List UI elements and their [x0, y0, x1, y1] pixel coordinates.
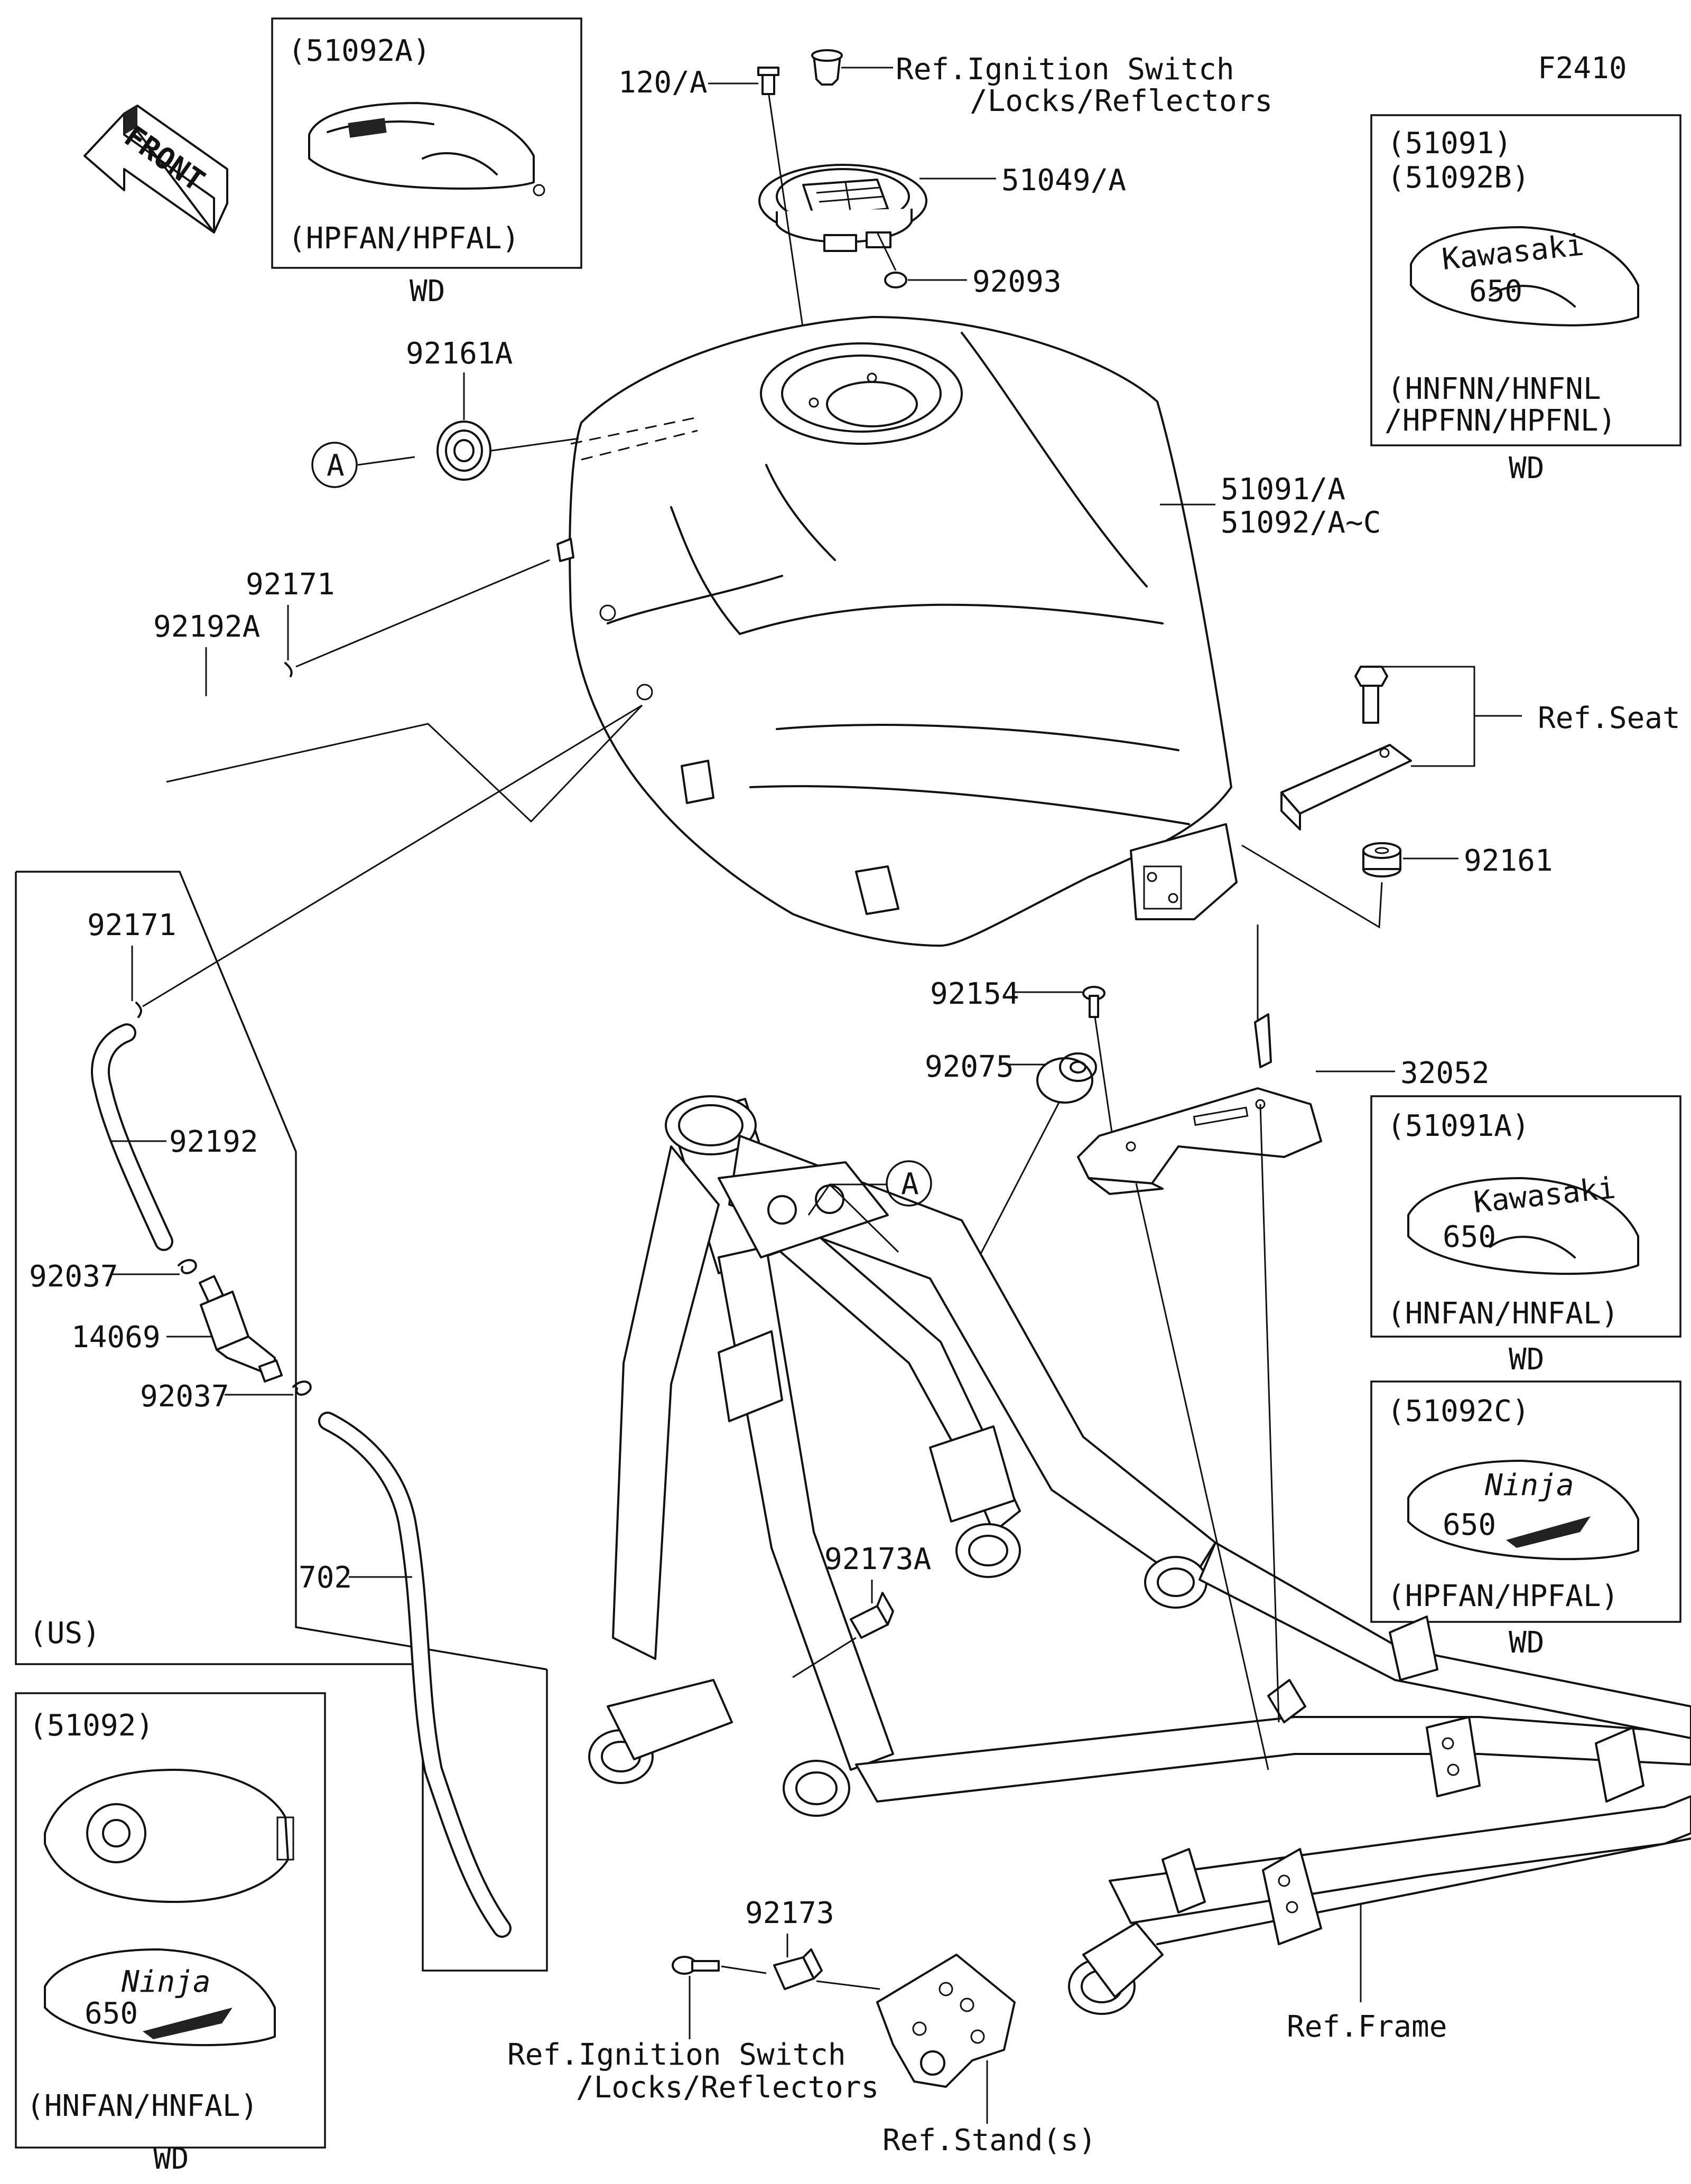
part-92037-a-label: 92037 [29, 1259, 118, 1294]
part-92171-top-label: 92171 [246, 567, 335, 602]
inset-51092a-code: (51092A) [288, 34, 431, 68]
ref-frame-label: Ref.Frame [1287, 2010, 1447, 2044]
clamp-92037-a [178, 1259, 197, 1274]
ref-ignition-bottom-line1: Ref.Ignition Switch [507, 2038, 846, 2072]
nut-92173 [773, 1948, 823, 1990]
seat-bolt-icon [1354, 666, 1388, 724]
hose-92192a [161, 689, 574, 1666]
damper-92161 [1362, 842, 1401, 878]
part-51091a-label: 51091/A [1221, 472, 1345, 507]
inset-51091a-code: (51091A) [1387, 1109, 1530, 1143]
decal-model: Ninja [1484, 1468, 1574, 1502]
nut-92173a [850, 1592, 894, 1639]
tank-top-view-icon [44, 1769, 294, 1903]
inset-51092c-color: WD [1509, 1626, 1544, 1660]
stand-bracket-icon [876, 1954, 1016, 2088]
part-702-label: 702 [299, 1561, 352, 1595]
inset-51091-code2: (51092B) [1387, 161, 1530, 195]
part-92192-label: 92192 [169, 1125, 258, 1159]
inset-51091-code1: (51091) [1387, 126, 1512, 161]
callout-a-top-letter: A [327, 449, 345, 483]
bracket-32052 [1077, 1013, 1322, 1195]
inset-51091-variant1: (HNFNN/HNFNL [1387, 372, 1601, 406]
part-92192a-label: 92192A [153, 610, 260, 644]
inset-51092-variant: (HNFAN/HNFAL) [26, 2089, 258, 2123]
part-32052-label: 32052 [1400, 1056, 1490, 1090]
part-92171-us-label: 92171 [87, 908, 176, 942]
front-arrow-icon: FRONT [83, 105, 228, 234]
inset-51091a-color: WD [1509, 1342, 1544, 1377]
ref-ignition-top-line2: /Locks/Reflectors [970, 84, 1272, 118]
part-51092ac-label: 51092/A~C [1221, 506, 1381, 540]
tank-thumbnail-icon: Kawasaki 650 [1407, 1171, 1639, 1275]
tank-thumbnail-icon: Kawasaki 650 [1410, 226, 1639, 326]
ref-ignition-bottom-line2: /Locks/Reflectors [576, 2070, 879, 2105]
inset-51092: (51092) Ninja 650 (HNFAN/HNFAL) WD [15, 1692, 326, 2176]
clamp-92037-b [292, 1380, 312, 1396]
rubber-damper-92075 [1036, 1052, 1097, 1104]
us-label: (US) [29, 1616, 100, 1650]
part-120a-label: 120/A [618, 66, 708, 100]
part-92173-label: 92173 [745, 1896, 834, 1930]
decal-badge: 650 [1443, 1508, 1496, 1542]
inset-51092a-variant: (HPFAN/HPFAL) [288, 221, 519, 256]
decal-badge: 650 [85, 1996, 138, 2031]
grommet-92161a [436, 421, 491, 481]
ref-stands-label: Ref.Stand(s) [882, 2123, 1097, 2158]
inset-51092-color: WD [153, 2142, 189, 2176]
ignition-bolt-icon [672, 1956, 720, 1975]
callout-a-frame-letter: A [901, 1167, 919, 1201]
inset-51092c-code: (51092C) [1387, 1394, 1530, 1429]
hose-702 [318, 1412, 512, 1938]
screw-92154 [1082, 986, 1105, 1018]
inset-51092c-variant: (HPFAN/HPFAL) [1387, 1579, 1619, 1613]
ref-seat-label: Ref.Seat [1538, 701, 1680, 735]
inset-51091-color: WD [1509, 451, 1544, 486]
canister-14069 [198, 1275, 283, 1383]
cap-bolt-120a [757, 67, 779, 95]
figure-code: F2410 [1538, 51, 1627, 86]
seat-bracket [1280, 744, 1412, 830]
inset-51091-variant2: /HPFNN/HPFNL) [1385, 404, 1616, 438]
inset-51092c: (51092C) Ninja 650 (HPFAN/HPFAL) WD [1370, 1380, 1681, 1660]
fuel-cap-51049a [758, 164, 927, 252]
part-92037-b-label: 92037 [140, 1379, 229, 1414]
us-canister-group: (US) [15, 871, 548, 1972]
decal-badge: 650 [1443, 1220, 1496, 1254]
ignition-switch-key-icon [811, 49, 843, 86]
callout-a-frame: A [886, 1160, 932, 1207]
frame-assembly [588, 1095, 1691, 2015]
washer-92093 [884, 272, 907, 288]
tank-thumbnail-icon: Ninja 650 [44, 1948, 276, 2047]
part-92161-label: 92161 [1464, 844, 1553, 878]
inset-51091a-variant: (HNFAN/HNFAL) [1387, 1296, 1619, 1331]
tank-thumbnail-icon: Ninja 650 [1407, 1460, 1639, 1561]
part-92075-label: 92075 [925, 1050, 1014, 1084]
ref-ignition-top-line1: Ref.Ignition Switch [896, 52, 1234, 87]
inset-51092a-color: WD [410, 274, 445, 309]
fuel-tank-51091 [556, 316, 1238, 947]
inset-51091a: (51091A) Kawasaki 650 (HNFAN/HNFAL) WD [1370, 1095, 1681, 1377]
decal-model: Ninja [121, 1965, 211, 1999]
tank-thumbnail-icon [308, 102, 545, 197]
decal-badge: 650 [1469, 274, 1522, 309]
part-51049a-label: 51049/A [1001, 163, 1126, 198]
part-92093-label: 92093 [972, 265, 1062, 299]
hose-92192 [91, 1023, 173, 1251]
inset-51092-code: (51092) [29, 1709, 154, 1743]
part-92173a-label: 92173A [824, 1542, 931, 1576]
callout-a-top: A [311, 442, 358, 488]
inset-51091: (51091) (51092B) Kawasaki 650 (HNFNN/HNF… [1370, 114, 1681, 486]
part-14069-label: 14069 [71, 1320, 161, 1355]
part-92154-label: 92154 [930, 977, 1019, 1011]
part-92161a-label: 92161A [406, 337, 513, 371]
inset-51092a: (51092A) (HPFAN/HPFAL) WD [271, 17, 582, 309]
